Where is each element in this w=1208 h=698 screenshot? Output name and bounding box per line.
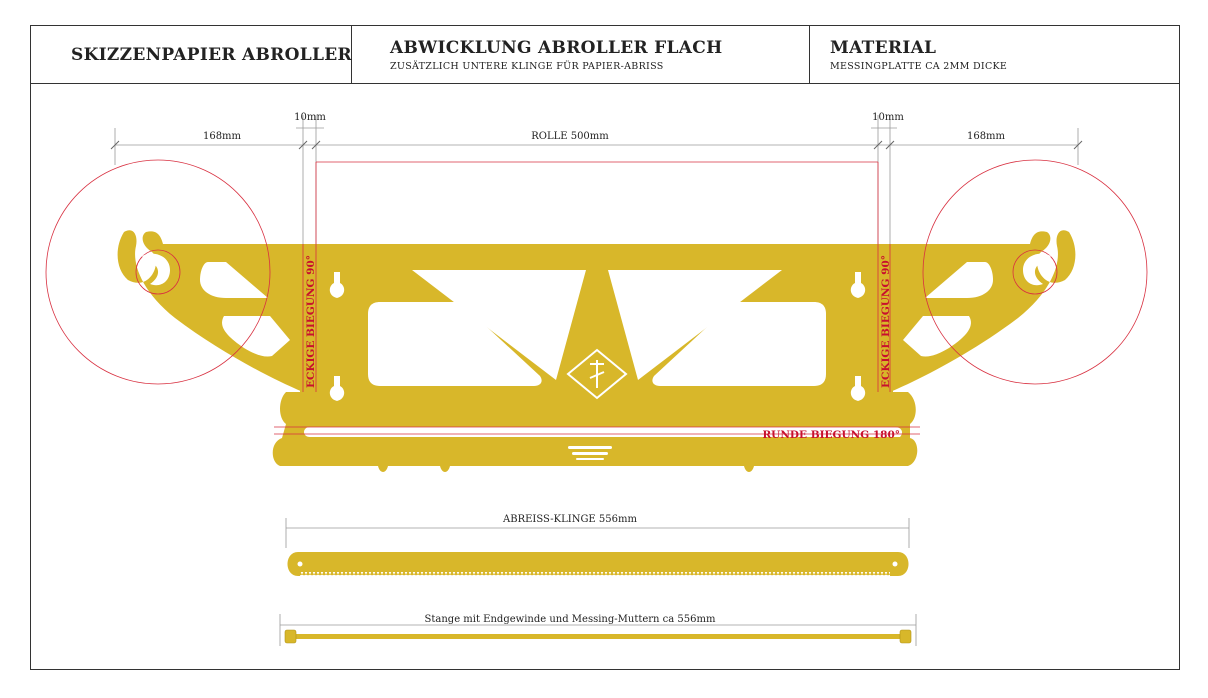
keyhole-lower-right [850, 376, 866, 401]
threaded-rod [284, 629, 912, 644]
rod-nut-right [899, 629, 912, 644]
rod-nut-left [284, 629, 297, 644]
title-block: SKIZZENPAPIER ABROLLER ABWICKLUNG ABROLL… [31, 26, 1179, 84]
material-subtitle: MESSINGPLATTE CA 2MM DICKE [830, 61, 1008, 72]
keyhole-upper-right [850, 272, 866, 298]
brass-flat-pattern [117, 230, 1076, 472]
title-cell-drawing: ABWICKLUNG ABROLLER FLACH ZUSÄTZLICH UNT… [352, 26, 810, 84]
title-cell-material: MATERIAL MESSINGPLATTE CA 2MM DICKE [810, 26, 1179, 84]
dim-right-gap: 10mm [872, 112, 904, 123]
blade-dimension [285, 518, 910, 548]
drawing-title: ABWICKLUNG ABROLLER FLACH [390, 38, 723, 58]
cutout-wing-right-lower [903, 316, 971, 357]
rod-dimension [279, 614, 917, 646]
material-title: MATERIAL [830, 38, 937, 58]
blade-body [287, 552, 909, 576]
red-guides [45, 159, 1148, 435]
dim-left-gap: 10mm [294, 112, 326, 123]
axle-circle-right [1012, 249, 1058, 295]
axle-slot-left [142, 253, 170, 286]
dim-rod: Stange mit Endgewinde und Messing-Mutter… [425, 614, 716, 625]
rod-body [296, 634, 900, 639]
blade-hole-right [892, 561, 898, 567]
dim-right-wing: 168mm [967, 131, 1006, 142]
drawing-subtitle: ZUSÄTZLICH UNTERE KLINGE FÜR PAPIER-ABRI… [390, 61, 664, 72]
project-title: SKIZZENPAPIER ABROLLER [71, 45, 352, 65]
drawing-frame: SKIZZENPAPIER ABROLLER ABWICKLUNG ABROLL… [30, 25, 1180, 670]
bend-label-right: ECKIGE BIEGUNG 90° [880, 255, 892, 388]
blade-hole-left [297, 561, 303, 567]
blade-teeth [300, 572, 890, 577]
keyhole-upper-left [329, 272, 345, 298]
dim-blade: ABREISS-KLINGE 556mm [502, 514, 637, 525]
cutout-wing-left-upper [200, 262, 268, 298]
title-cell-project: SKIZZENPAPIER ABROLLER [31, 26, 352, 84]
left-wing-plate [117, 230, 303, 392]
axle-slot-right [1023, 253, 1051, 286]
brand-emblem [566, 348, 628, 400]
cutout-bottom-slot [304, 427, 903, 437]
roll-circle-right [922, 159, 1148, 385]
bend-label-left: ECKIGE BIEGUNG 90° [305, 255, 317, 388]
cutouts [200, 262, 993, 437]
cutout-triangle-left [412, 270, 586, 380]
tear-off-blade [287, 552, 909, 577]
axle-circle-left [135, 249, 181, 295]
dimension-ticks [110, 140, 1083, 150]
cutout-lower-right [652, 302, 826, 386]
roll-circle-left [45, 159, 271, 385]
dim-left-wing: 168mm [203, 131, 242, 142]
brand-mark-bottom [568, 446, 612, 460]
right-wing-plate [890, 230, 1076, 392]
cutout-triangle-right [608, 270, 782, 380]
keyhole-lower-left [329, 376, 345, 401]
cutout-wing-left-lower [222, 316, 290, 357]
cutout-wing-right-upper [925, 262, 993, 298]
bend-label-bottom: RUNDE BIEGUNG 180° [762, 429, 900, 441]
dim-roll: ROLLE 500mm [531, 131, 609, 142]
cutout-lower-left [368, 302, 542, 386]
